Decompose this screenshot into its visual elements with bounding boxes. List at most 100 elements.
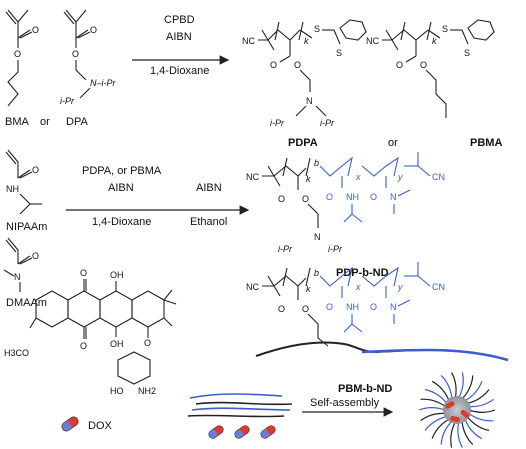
pdpa-structure: NC k S S O O N i-Pr i-Pr [242,19,367,128]
micelle-arm [431,418,450,439]
pdpa-ester-o: O [294,60,301,70]
pbmbnd-amide-o2: O [370,302,377,312]
pbm-b-nd-label: PBM-b-ND [338,383,392,395]
pdpa-nc: NC [242,36,255,46]
dpa-label: DPA [66,116,88,128]
micelle-dox-1 [445,401,455,409]
dox-o-top: O [80,268,87,278]
nipaam-structure: O NH [5,149,42,215]
copolymer-blue-segment [361,348,509,362]
step2-solvent: 1,4-Dioxane [92,216,151,228]
micelle-arm [468,409,496,413]
dmaam-label: DMAAm [6,297,47,309]
micelle-dox-2 [460,409,470,419]
dox-oh-2: OH [110,339,124,349]
pdpbnd-k: k [306,174,311,184]
dox-oh-1: OH [110,270,124,280]
pdpa-label: PDPA [288,137,318,149]
bma-carbonyl-o: O [32,25,39,35]
micelle-arm [440,374,453,400]
pdpbnd-x: x [355,172,361,182]
pbma-s1: S [442,24,448,34]
free-polymer-chains [187,393,293,418]
pbma-carbonyl-o: O [396,60,403,70]
micelle-arm [424,388,448,404]
pdpbnd-ipr2: i-Pr [328,244,343,254]
pbmbnd-x: x [355,282,361,292]
pdpbnd-co: O [278,194,285,204]
pbmbnd-b: b [314,268,319,278]
dox-structure: O O OH OH H3CO O HO NH2 [4,268,177,396]
micelle-arm [464,418,483,440]
micelle-arm [461,420,474,446]
bma-label: BMA [5,116,30,128]
dox-sugar-ho: HO [110,386,124,396]
micelle-arm [420,398,446,408]
micelle [418,372,496,448]
pdpbnd-nc: NC [246,172,259,182]
pbmbnd-co: O [278,304,285,314]
dox-label: DOX [88,420,113,432]
dpa-carbonyl-o: O [90,25,97,35]
nipaam-nh: NH [6,184,19,194]
micelle-arm [457,421,463,448]
dmaam-structure: O N [3,237,39,292]
pbmbnd-nc: NC [246,282,259,292]
pdpbnd-n: N [314,232,321,242]
pdpbnd-amide-o1: O [326,192,333,202]
or-label-2: or [388,137,398,149]
dox-glyco-o: O [144,338,151,348]
pdpbnd-eo: O [302,194,309,204]
micelle-dox-3 [450,416,460,422]
micelle-arm [451,372,457,399]
dpa-ipr-right: N–i-Pr [90,78,117,88]
pdpa-carbonyl-o: O [270,60,277,70]
pbmbnd-y: y [397,282,403,292]
dpa-ipr-left: i-Pr [60,96,75,106]
pbmbnd-nh: NH [346,302,359,312]
micelle-arm [440,420,453,445]
pdpbnd-b: b [314,158,319,168]
step2-reagent2: AIBN [108,182,134,194]
step2-reagent3: AIBN [196,182,222,194]
pdpbnd-amide-o2: O [370,192,377,202]
or-label-1: or [40,116,50,128]
micelle-arm [418,407,446,411]
pdpbnd-y: y [397,172,403,182]
bma-structure: O O [5,9,39,107]
micelle-arm [464,381,483,402]
pdpa-s2: S [336,48,342,58]
micelle-arm [420,412,446,422]
micelle-corona [418,372,496,448]
micelle-arm [461,375,474,400]
nipaam-o: O [32,165,39,175]
pdpa-ipr-1: i-Pr [270,118,285,128]
pbma-nc: NC [366,36,379,46]
dox-capsule-icon [61,416,79,432]
pbma-k: k [432,36,437,46]
pdp-b-nd-label: PDP-b-ND [336,267,389,279]
micelle-arm [468,398,494,408]
dox-o-bottom: O [80,341,87,351]
pbmbnd-eo: O [302,304,309,314]
dmaam-n: N [14,272,21,282]
pdpbnd-cn: CN [432,172,445,182]
nipaam-label: NIPAAm [6,221,47,233]
dmaam-o: O [32,251,39,261]
pdpbnd-n2: N [390,192,397,202]
micelle-arm [466,389,490,405]
pdpa-k: k [304,36,309,46]
pdpa-ipr-2: i-Pr [320,118,335,128]
micelle-arm [450,421,456,448]
self-assembly-label: Self-assembly [310,397,380,409]
micelle-arm [424,415,448,431]
pdpbnd-ipr1: i-Pr [278,244,293,254]
micelle-arm [466,416,490,432]
pbma-label: PBMA [470,137,502,149]
pdpbnd-nh: NH [346,192,359,202]
step1-reagent2: AIBN [166,31,192,43]
pbma-s2: S [464,48,470,58]
dpa-ester-o: O [72,49,79,59]
free-dox-capsules [208,425,276,439]
